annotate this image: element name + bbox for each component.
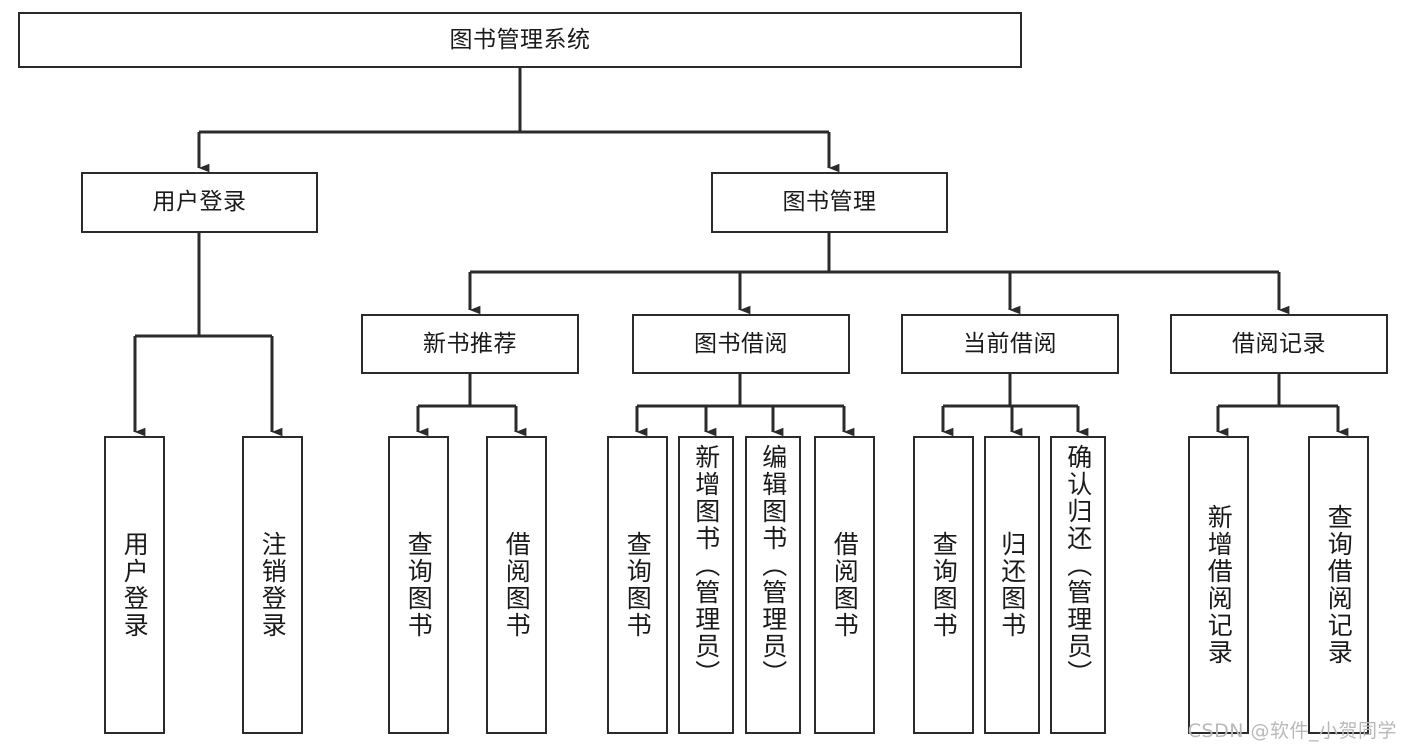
node-label: 借阅图书 [830, 531, 860, 639]
node-label: 新书推荐 [423, 330, 517, 357]
node-label: 新增图书（管理员） [691, 444, 721, 687]
node-label: 图书管理系统 [449, 26, 591, 53]
leaf-edit-book-admin[interactable]: 编辑图书（管理员） [745, 436, 801, 734]
csdn-watermark: CSDN @软件_小贺同学 [1187, 720, 1397, 742]
leaf-add-borrow-record[interactable]: 新增借阅记录 [1188, 436, 1249, 734]
node-label: 归还图书 [997, 531, 1027, 639]
node-label: 查询图书 [404, 531, 434, 639]
node-label: 编辑图书（管理员） [758, 444, 788, 687]
node-book-management[interactable]: 图书管理 [711, 172, 948, 233]
leaf-query-books-current[interactable]: 查询图书 [913, 436, 974, 734]
node-root-system[interactable]: 图书管理系统 [18, 12, 1022, 68]
node-label: 用户登录 [152, 189, 247, 216]
leaf-return-books[interactable]: 归还图书 [984, 436, 1040, 734]
node-borrow-record[interactable]: 借阅记录 [1170, 314, 1388, 374]
node-book-borrow[interactable]: 图书借阅 [632, 314, 850, 374]
node-label: 用户登录 [120, 531, 150, 639]
leaf-borrow-books[interactable]: 借阅图书 [814, 436, 875, 734]
leaf-borrow-books-recommend[interactable]: 借阅图书 [486, 436, 547, 734]
node-label: 当前借阅 [963, 330, 1057, 357]
leaf-user-login[interactable]: 用户登录 [104, 436, 165, 734]
node-label: 图书借阅 [694, 330, 788, 357]
node-label: 借阅图书 [502, 531, 532, 639]
leaf-query-books-recommend[interactable]: 查询图书 [388, 436, 449, 734]
node-current-borrow[interactable]: 当前借阅 [901, 314, 1119, 374]
node-label: 确认归还（管理员） [1063, 444, 1093, 687]
node-label: 图书管理 [782, 189, 877, 216]
node-label: 查询图书 [929, 531, 959, 639]
node-new-book-recommend[interactable]: 新书推荐 [361, 314, 579, 374]
node-label: 注销登录 [258, 531, 288, 639]
leaf-add-book-admin[interactable]: 新增图书（管理员） [678, 436, 734, 734]
node-label: 查询借阅记录 [1324, 504, 1354, 666]
node-label: 查询图书 [623, 531, 653, 639]
leaf-query-books-borrow[interactable]: 查询图书 [607, 436, 668, 734]
node-user-login[interactable]: 用户登录 [81, 172, 318, 233]
node-label: 新增借阅记录 [1204, 504, 1234, 666]
leaf-query-borrow-record[interactable]: 查询借阅记录 [1308, 436, 1369, 734]
leaf-logout[interactable]: 注销登录 [242, 436, 303, 734]
node-label: 借阅记录 [1232, 330, 1326, 357]
leaf-confirm-return-admin[interactable]: 确认归还（管理员） [1050, 436, 1106, 734]
